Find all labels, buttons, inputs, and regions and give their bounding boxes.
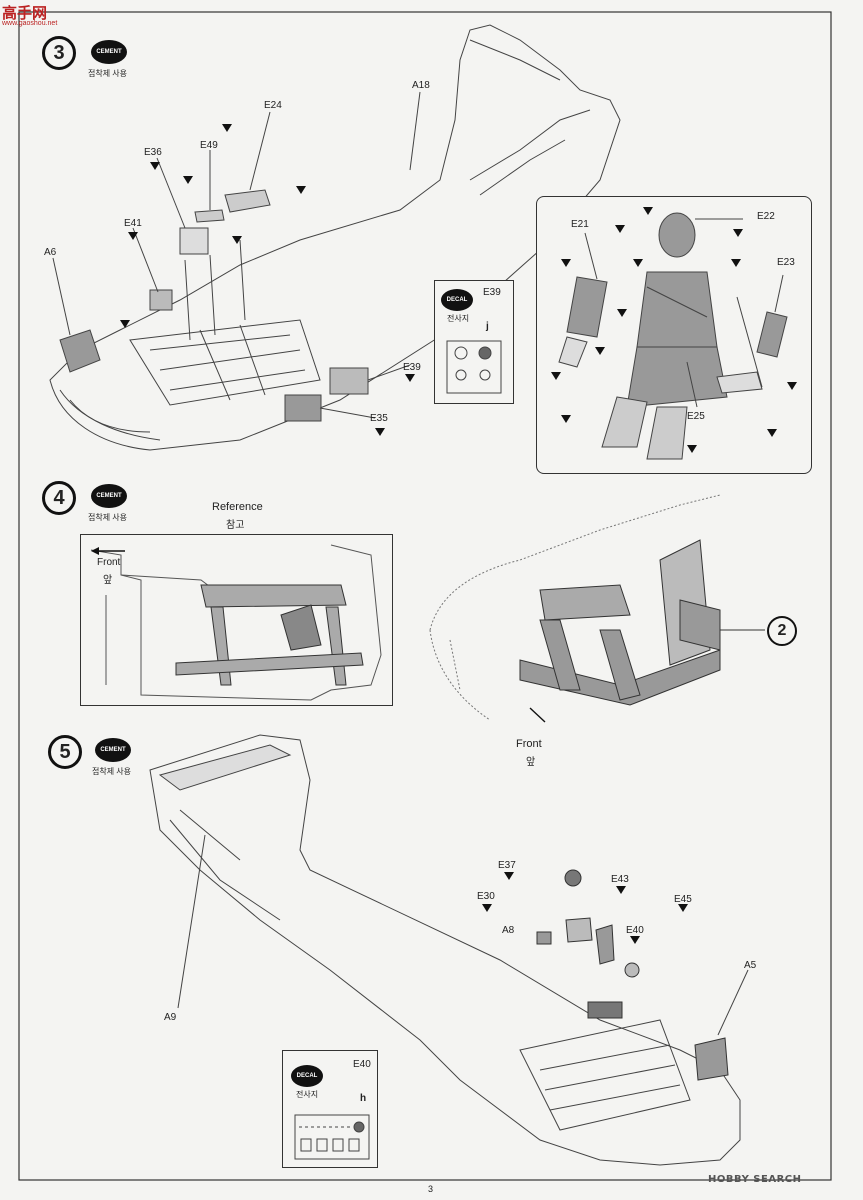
reference-title: Reference <box>212 501 263 513</box>
decal-caption: 전사지 <box>296 1090 319 1099</box>
watermark-url: www.gaoshou.net <box>2 20 58 27</box>
decal-badge-icon: DECAL <box>291 1065 323 1087</box>
step-5-number: 5 <box>48 735 82 769</box>
page-number: 3 <box>428 1184 434 1194</box>
reference-front-label: Front <box>97 557 121 568</box>
part-label-e41: E41 <box>124 218 142 229</box>
decal-box-e40: DECAL 전사지 E40 h <box>282 1050 378 1168</box>
reference-drawing <box>90 544 382 701</box>
ref-step-2-icon: 2 <box>767 616 797 646</box>
part-label-a9: A9 <box>164 1012 177 1023</box>
step-4-drawing <box>429 494 765 723</box>
decal-letter: j <box>486 321 489 332</box>
part-label-e35: E35 <box>370 413 388 424</box>
step-4-number: 4 <box>42 481 76 515</box>
reference-title-kr: 참고 <box>226 520 245 531</box>
decal-part-label: E39 <box>483 287 501 298</box>
part-label-e40: E40 <box>626 925 644 936</box>
part-label-e39: E39 <box>403 362 421 373</box>
part-label-a6: A6 <box>44 247 57 258</box>
part-label-e22: E22 <box>757 211 775 222</box>
front-label: Front <box>516 738 542 750</box>
step-4-cement-icon: CEMENT <box>91 484 127 508</box>
part-label-a5: A5 <box>744 960 757 971</box>
decal-part-label: E40 <box>353 1059 371 1070</box>
step-3-drawing <box>49 24 621 451</box>
pilot-figure-box: E21 E22 E23 E25 <box>536 196 812 474</box>
part-label-e24: E24 <box>264 100 282 111</box>
decal-box-e39: DECAL 전사지 E39 j <box>434 280 514 404</box>
step-5-cement-caption: 접착제 사용 <box>92 767 132 776</box>
part-label-e45: E45 <box>674 894 692 905</box>
part-label-e21: E21 <box>571 219 589 230</box>
part-label-e43: E43 <box>611 874 629 885</box>
decal-letter: h <box>360 1093 367 1104</box>
step-5-cement-icon: CEMENT <box>95 738 131 762</box>
watermark-logo: 高手网 <box>2 4 48 22</box>
step-5-drawing <box>149 734 749 1166</box>
decal-caption: 전사지 <box>447 314 470 323</box>
step-3-number: 3 <box>42 36 76 70</box>
decal-panel-drawing <box>446 340 502 394</box>
part-label-e23: E23 <box>777 257 795 268</box>
part-label-e25: E25 <box>687 411 705 422</box>
step-3-cement-icon: CEMENT <box>91 40 127 64</box>
step-3-cement-caption: 접착제 사용 <box>88 69 128 78</box>
part-label-e36: E36 <box>144 147 162 158</box>
part-label-a18: A18 <box>412 80 430 91</box>
footer-logo: HOBBY SEARCH <box>708 1174 802 1185</box>
front-label-kr: 앞 <box>526 757 536 768</box>
part-label-e49: E49 <box>200 140 218 151</box>
part-label-a8: A8 <box>502 925 515 936</box>
decal-panel-drawing <box>294 1114 370 1160</box>
step-4-cement-caption: 접착제 사용 <box>88 513 128 522</box>
decal-badge-icon: DECAL <box>441 289 473 311</box>
part-label-e30: E30 <box>477 891 495 902</box>
part-label-e37: E37 <box>498 860 516 871</box>
reference-front-label-kr: 앞 <box>103 575 113 586</box>
reference-box: Front 앞 <box>80 534 393 706</box>
pilot-figure-drawing <box>551 207 797 460</box>
